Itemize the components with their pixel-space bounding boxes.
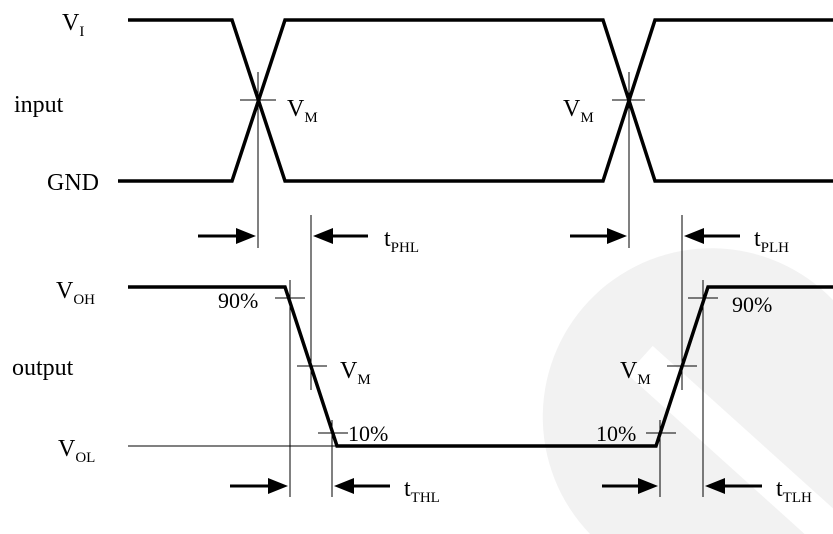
output-waveform	[128, 285, 833, 448]
tphl-arrow-in	[198, 228, 256, 244]
tphl-label: tPHL	[384, 226, 419, 256]
tthl-arrow-out	[334, 478, 390, 494]
input-waveform-complement	[128, 18, 833, 183]
tphl-arrow-out	[313, 228, 368, 244]
vol-label: VOL	[58, 436, 95, 466]
ttlh-label: tTLH	[776, 476, 812, 506]
tthl-label: tTHL	[404, 476, 440, 506]
gnd-label: GND	[47, 170, 99, 196]
input-waveform	[128, 18, 833, 183]
tplh-arrow-in	[570, 228, 627, 244]
output-vm-label-left: VM	[340, 358, 371, 388]
tplh-arrow-out	[684, 228, 740, 244]
pct10-label-right: 10%	[596, 421, 636, 446]
ttlh-arrow-in	[602, 478, 658, 494]
watermark-logo	[542, 248, 833, 534]
pct90-label-right: 90%	[732, 292, 772, 317]
output-vm-label-right: VM	[620, 358, 651, 388]
pct10-label-left: 10%	[348, 421, 388, 446]
output-label: output	[12, 355, 74, 381]
tthl-arrow-in	[230, 478, 288, 494]
input-label: input	[14, 92, 64, 118]
input-vm-label-1: VM	[287, 96, 318, 126]
voh-label: VOH	[56, 278, 95, 308]
tplh-label: tPLH	[754, 226, 789, 256]
vi-label: VI	[62, 10, 84, 40]
pct90-label-left: 90%	[218, 288, 258, 313]
input-vm-label-2: VM	[563, 96, 594, 126]
ttlh-arrow-out	[705, 478, 762, 494]
